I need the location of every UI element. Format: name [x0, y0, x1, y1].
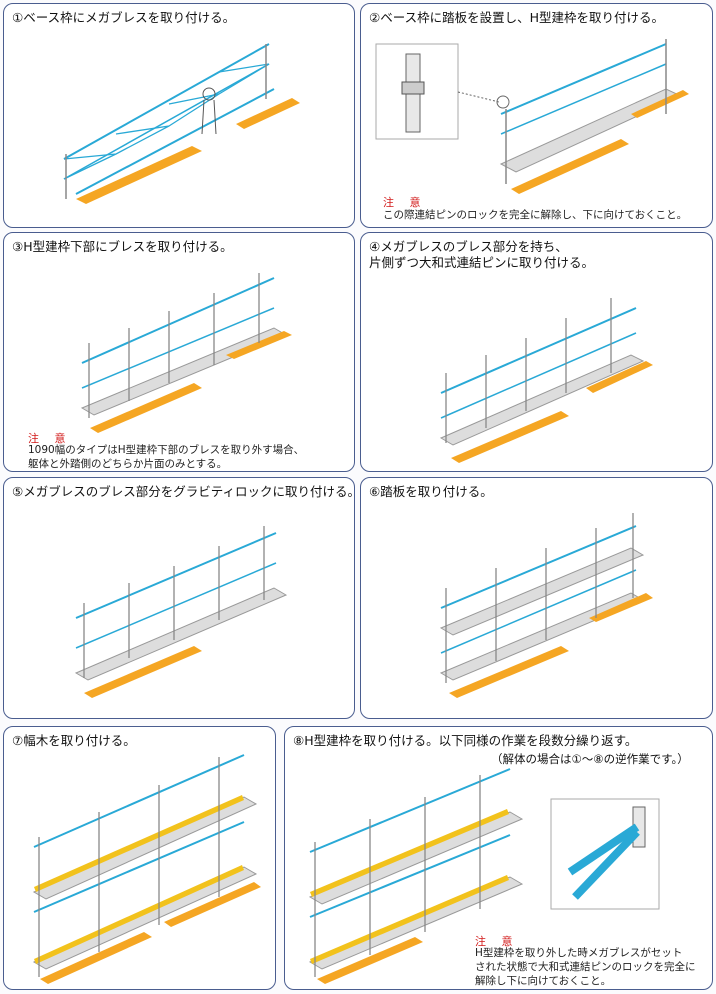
step-2-note-body: この際連結ピンのロックを完全に解除し、下に向けておくこと。 — [383, 209, 688, 221]
step-3-note-heading: 注 意 — [28, 432, 72, 445]
step-3-illustration — [80, 273, 292, 433]
step-1-panel: ①ベース枠にメガブレスを取り付ける。 — [3, 3, 355, 228]
step-5-panel: ⑤メガブレスのブレス部分をグラビティロックに取り付ける。 — [3, 477, 355, 719]
step-8-illustration — [308, 768, 660, 984]
step-1-title: ①ベース枠にメガブレスを取り付ける。 — [12, 10, 236, 25]
step-2-panel: ②ベース枠に踏板を設置し、H型建枠を取り付ける。 注 意 この際連結ピンのロック… — [360, 3, 713, 228]
step-5-illustration — [74, 526, 288, 698]
step-2-note-heading: 注 意 — [383, 196, 427, 209]
step-6-panel: ⑥踏板を取り付ける。 — [360, 477, 713, 719]
step-3-title: ③H型建枠下部にブレスを取り付ける。 — [12, 239, 233, 254]
step-3-note-body: 1090幅のタイプはH型建枠下部のブレスを取り外す場合、 躯体と外踏側のどちらか… — [28, 444, 305, 470]
step-7-title: ⑦幅木を取り付ける。 — [12, 733, 136, 748]
step-7-panel: ⑦幅木を取り付ける。 — [3, 726, 276, 990]
step-3-panel: ③H型建枠下部にブレスを取り付ける。 注 意 1090幅のタイプはH型建枠下部の… — [3, 232, 355, 472]
step-8-panel: ⑧H型建枠を取り付ける。以下同様の作業を段数分繰り返す。 （解体の場合は①〜⑧の… — [284, 726, 713, 990]
step-8-subtitle: （解体の場合は①〜⑧の逆作業です。） — [491, 752, 689, 766]
step-5-title: ⑤メガブレスのブレス部分をグラビティロックに取り付ける。 — [12, 484, 355, 499]
step-6-illustration — [439, 513, 653, 698]
step-4-panel: ④メガブレスのブレス部分を持ち、 片側ずつ大和式連結ピンに取り付ける。 — [360, 232, 713, 472]
step-8-title: ⑧H型建枠を取り付ける。以下同様の作業を段数分繰り返す。 — [293, 733, 638, 748]
step-2-title: ②ベース枠に踏板を設置し、H型建枠を取り付ける。 — [369, 10, 664, 25]
step-1-illustration — [63, 43, 300, 204]
step-4-illustration — [439, 298, 653, 463]
step-2-illustration — [375, 39, 689, 194]
step-4-title: ④メガブレスのブレス部分を持ち、 片側ずつ大和式連結ピンに取り付ける。 — [369, 239, 595, 270]
step-8-note-body: H型建枠を取り外した時メガブレスがセット された状態で大和式連結ピンのロックを完… — [475, 947, 696, 987]
step-8-note-heading: 注 意 — [475, 935, 519, 948]
step-6-title: ⑥踏板を取り付ける。 — [369, 484, 493, 499]
step-7-illustration — [32, 754, 261, 984]
